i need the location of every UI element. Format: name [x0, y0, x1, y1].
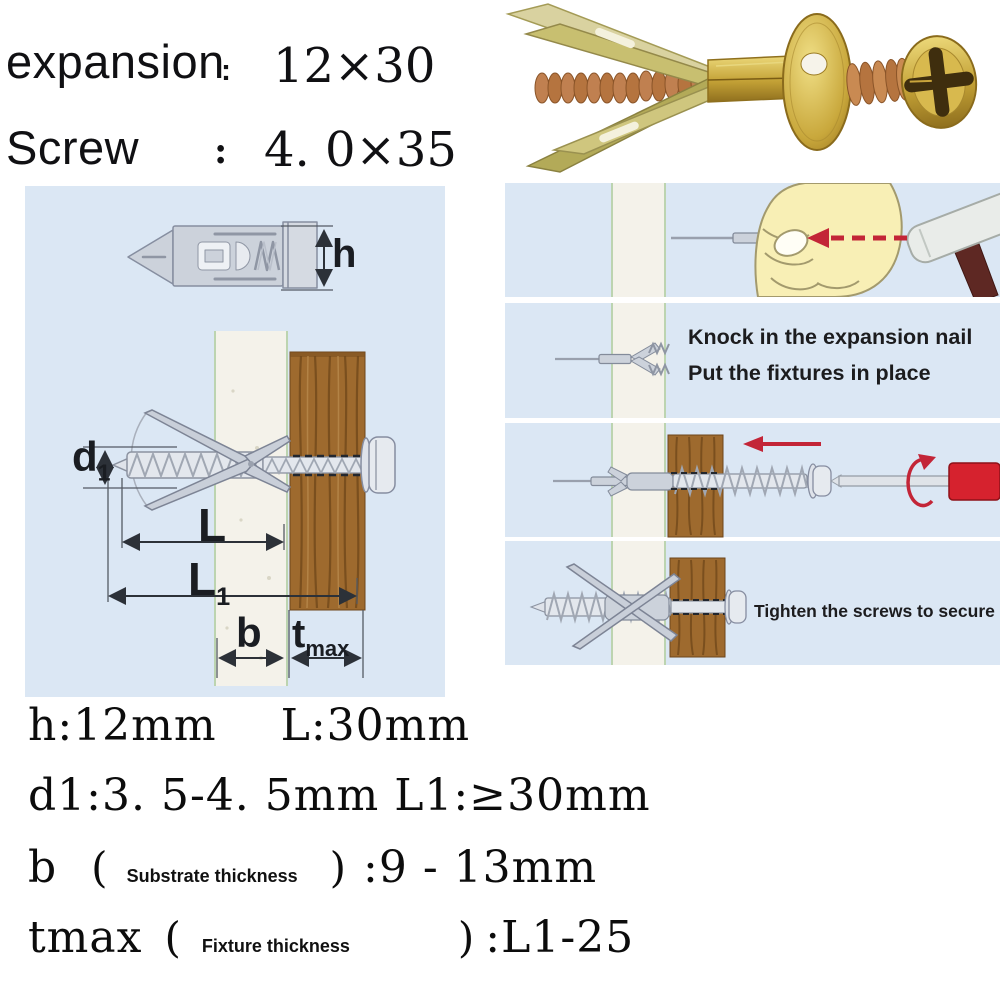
step3-illustration: [505, 423, 1000, 538]
spec-tmax-value: :L1-25: [485, 912, 635, 963]
expansion-size-value: 12×30: [273, 38, 436, 94]
spec-tmax-lead: tmax: [28, 912, 143, 963]
close-paren: ): [457, 913, 476, 962]
red-rotation-arrow-icon: [906, 454, 936, 508]
anchor-cross-section: [111, 409, 396, 511]
red-dashed-arrow-left-icon: [807, 228, 907, 248]
spec-b-value: :9 - 13mm: [363, 842, 598, 893]
dimension-lines: [83, 225, 364, 678]
step2-illustration: [505, 303, 1000, 418]
step2-caption-line1: Knock in the expansion nail: [688, 325, 973, 349]
step2-caption-line2: Put the fixtures in place: [688, 361, 931, 385]
instruction-steps: [505, 183, 1000, 665]
spec-tmax-note: Fixture thickness: [201, 936, 350, 956]
screw-size-label: Screw: [6, 121, 140, 174]
screw-head-side: [368, 436, 396, 494]
dim-label-b: b: [236, 609, 262, 656]
dim-label-L: L: [198, 499, 227, 551]
expansion-wings: [505, 3, 726, 173]
step4-illustration: [505, 541, 1000, 665]
close-paren: ): [329, 843, 348, 892]
step4-caption: Tighten the screws to secure: [754, 601, 995, 621]
phillips-screw-head: [900, 35, 978, 129]
spec-line-3: b ( Substrate thickness ) :9 - 13mm: [28, 842, 597, 893]
dim-label-d1: d1: [72, 433, 111, 486]
screw-thread-right: [846, 57, 912, 106]
spec-line-2: d1:3. 5-4. 5mm L1:≥30mm: [28, 770, 651, 821]
dim-label-L1: L1: [188, 553, 231, 612]
spec-L-value: L:30mm: [280, 700, 471, 751]
spec-b-note: Substrate thickness: [126, 866, 298, 886]
product-photo: [505, 3, 978, 173]
anchor-side-view: [127, 221, 318, 289]
dim-label-tmax: tmax: [292, 612, 350, 661]
dim-label-h: h: [332, 232, 357, 276]
secured-anchor: [529, 563, 747, 650]
spec-h-value: h:12mm: [28, 700, 217, 751]
knocked-in-nail: [555, 341, 670, 377]
spec-d1-L1-value: d1:3. 5-4. 5mm L1:≥30mm: [28, 770, 651, 821]
expansion-size-colon: :: [221, 54, 231, 87]
open-paren: (: [164, 913, 182, 962]
dimension-arrows: [96, 229, 362, 667]
screw-size-colon: :: [214, 130, 228, 172]
spec-line-1: h:12mm L:30mm: [28, 700, 470, 751]
expansion-size-label: expansion: [6, 35, 225, 88]
step1-illustration: [505, 183, 1000, 297]
installation-diagram: [25, 186, 445, 697]
spec-b-lead: b: [28, 842, 58, 893]
screwdriver-icon: [830, 462, 1000, 501]
spec-line-4: tmax ( Fixture thickness ) :L1-25: [28, 912, 634, 963]
nail-and-screw: [553, 463, 832, 499]
washer: [782, 13, 852, 151]
hammer-icon: [906, 191, 1000, 297]
red-arrow-left-icon: [743, 436, 821, 452]
screw-size-value: 4. 0×35: [264, 122, 457, 178]
open-paren: (: [91, 843, 109, 892]
wall-section: [214, 331, 288, 686]
wood-board: [289, 351, 366, 611]
